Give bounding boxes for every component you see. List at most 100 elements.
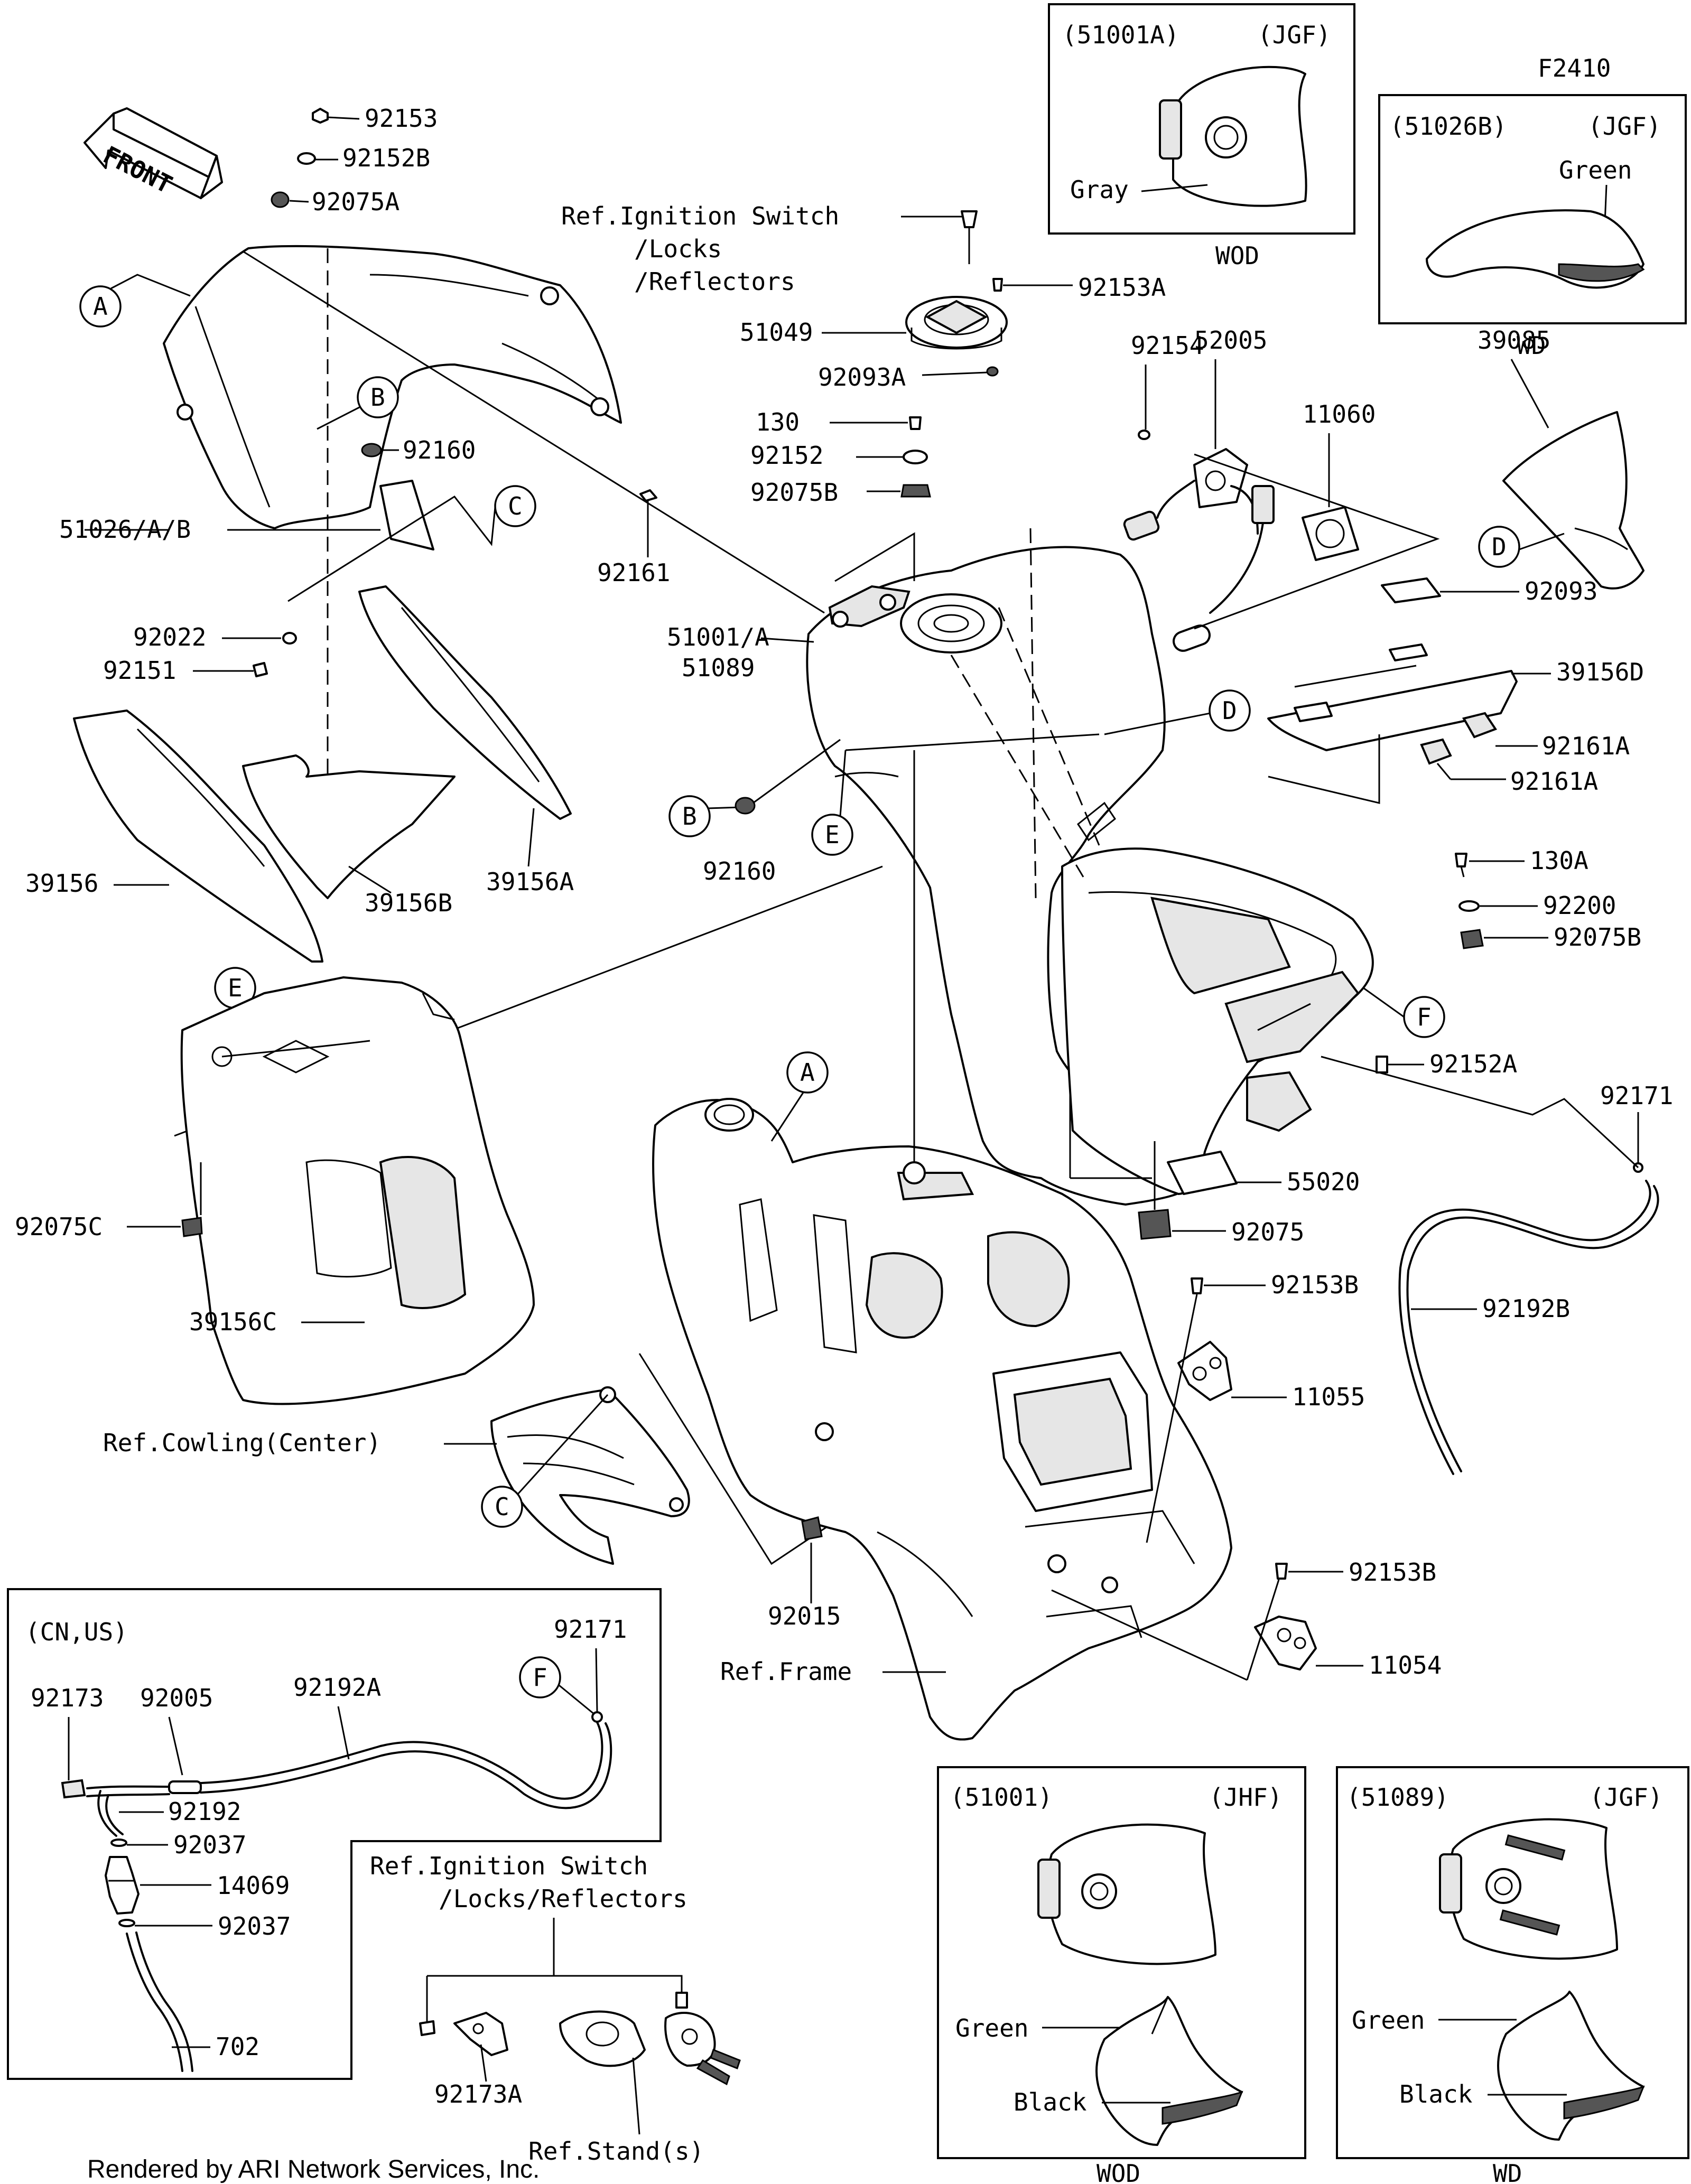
label-92075A: 92075A (312, 188, 399, 216)
inset-51026B: (51026B) (JGF) Green WD (1378, 94, 1687, 360)
label-130A: 130A (1530, 846, 1588, 875)
callout-D-1-text: D (1492, 533, 1507, 561)
pad-39156C (180, 976, 535, 1405)
bracket-11055 (1177, 1341, 1232, 1401)
label-11060: 11060 (1303, 400, 1376, 428)
callout-B-1 (357, 376, 399, 418)
inset-51001-part: (51001) (950, 1783, 1053, 1812)
label-51001A: 51001/A (667, 623, 769, 651)
callout-C-2 (481, 1486, 523, 1528)
callout-A-1 (79, 285, 122, 328)
label-92153B-1: 92153B (1271, 1271, 1359, 1299)
filler-cap-51049 (905, 296, 1008, 350)
callout-A-2 (786, 1051, 829, 1094)
callout-B-2 (668, 795, 711, 837)
label-92171-right: 92171 (1600, 1081, 1673, 1110)
inset-51089-color-2: Black (1399, 2080, 1472, 2108)
inset-cn-us-702: 702 (216, 2032, 259, 2061)
label-51049: 51049 (740, 318, 813, 347)
label-51026AB: 51026/A/B (59, 515, 191, 544)
label-ref-ignition-top-2: /Locks (634, 235, 722, 263)
callout-F-2 (519, 1656, 561, 1698)
label-ref-ignition-top-3: /Reflectors (634, 267, 795, 296)
inset-51089-color-1: Green (1352, 2006, 1425, 2034)
label-39156C: 39156C (189, 1308, 277, 1336)
inset-cn-us-92192A: 92192A (293, 1673, 381, 1702)
label-39156B: 39156B (365, 889, 452, 917)
label-130: 130 (756, 408, 800, 436)
label-92075B-right: 92075B (1554, 923, 1641, 951)
label-92093: 92093 (1525, 577, 1597, 605)
fuel-tank-51001 (806, 546, 1374, 1206)
callout-B-2-text: B (682, 802, 697, 830)
inset-ignition: Ref.Ignition Switch /Locks/Reflectors 92… (370, 1852, 741, 2166)
label-92200: 92200 (1543, 891, 1616, 920)
label-ref-cowling: Ref.Cowling(Center) (103, 1429, 381, 1457)
label-92075C: 92075C (15, 1212, 103, 1241)
inset-51089-model: WD (1493, 2159, 1522, 2184)
label-92161A-2: 92161A (1510, 767, 1598, 796)
label-92151: 92151 (103, 656, 176, 685)
inset-ignition-title-1: Ref.Ignition Switch (370, 1852, 648, 1880)
inset-51001: (51001) (JHF) Green Black WOD (937, 1766, 1306, 2184)
label-39156A: 39156A (486, 867, 574, 896)
inset-51001-color-2: Black (1014, 2088, 1086, 2116)
front-arrow: FRONT (83, 107, 223, 199)
inset-51001A-part: (51001A) (1062, 21, 1179, 49)
label-39156: 39156 (25, 869, 98, 898)
inset-51001A-model: WOD (1215, 241, 1259, 270)
inset-51026B-color: Green (1559, 156, 1632, 184)
inset-51026B-region: (JGF) (1588, 112, 1661, 141)
label-ref-frame: Ref.Frame (720, 1657, 852, 1686)
inset-51001-color-1: Green (955, 2014, 1028, 2042)
pad-39156D (1267, 643, 1518, 751)
inset-cn-us-14069: 14069 (217, 1871, 290, 1900)
label-92160-top: 92160 (403, 436, 476, 464)
diagram-code: F2410 (1538, 54, 1611, 82)
label-11054: 11054 (1369, 1651, 1442, 1679)
callout-B-1-text: B (370, 383, 385, 412)
callout-C-1 (494, 485, 536, 527)
frame (652, 1098, 1232, 1741)
fuel-pump-52005 (1123, 448, 1275, 652)
inset-cn-us-title: (CN,US) (25, 1618, 128, 1646)
callout-C-1-text: C (508, 492, 523, 520)
callout-C-2-text: C (495, 1492, 509, 1521)
label-92015: 92015 (768, 1602, 841, 1630)
callout-F-1-text: F (1417, 1003, 1432, 1031)
callout-D-2-text: D (1222, 696, 1237, 725)
label-11055: 11055 (1292, 1383, 1365, 1411)
inset-cn-us-92171: 92171 (554, 1615, 627, 1644)
label-92153: 92153 (365, 104, 438, 133)
footer-credit: Rendered by ARI Network Services, Inc. (87, 2155, 540, 2183)
inset-cn-us-92192: 92192 (168, 1797, 241, 1826)
pad-39156 (73, 710, 323, 963)
label-92161: 92161 (597, 558, 670, 587)
inset-cn-us: (CN,US) 92171 F 92173 92005 92192A 92192… (7, 1588, 662, 2080)
label-92154: 92154 (1131, 331, 1204, 360)
inset-51001A-region: (JGF) (1258, 21, 1331, 49)
pad-39156B (242, 754, 456, 899)
hardware-92153-stack (271, 108, 329, 208)
cover-39085 (1502, 411, 1644, 590)
label-92160-mid: 92160 (703, 857, 776, 885)
label-92152: 92152 (750, 441, 823, 470)
callout-E-2-text: E (825, 820, 840, 849)
gasket-11060 (1302, 506, 1359, 561)
label-92153A: 92153A (1078, 273, 1166, 302)
inset-51001-region: (JHF) (1209, 1783, 1282, 1812)
callout-A-2-text: A (800, 1058, 815, 1087)
inset-51089: (51089) (JGF) Green Black WD (1336, 1766, 1689, 2184)
label-92022: 92022 (133, 623, 206, 651)
inset-51001A-color: Gray (1070, 175, 1129, 204)
inset-51089-region: (JGF) (1590, 1783, 1662, 1812)
inset-cn-us-92037-2: 92037 (218, 1912, 291, 1940)
callout-E-1-text: E (228, 974, 243, 1002)
inset-51089-part: (51089) (1346, 1783, 1449, 1812)
label-92153B-2: 92153B (1349, 1558, 1436, 1586)
label-52005: 52005 (1194, 326, 1267, 354)
pad-39156A (358, 585, 572, 820)
label-92075B-top: 92075B (750, 478, 838, 507)
inset-ignition-92173A: 92173A (434, 2080, 522, 2108)
